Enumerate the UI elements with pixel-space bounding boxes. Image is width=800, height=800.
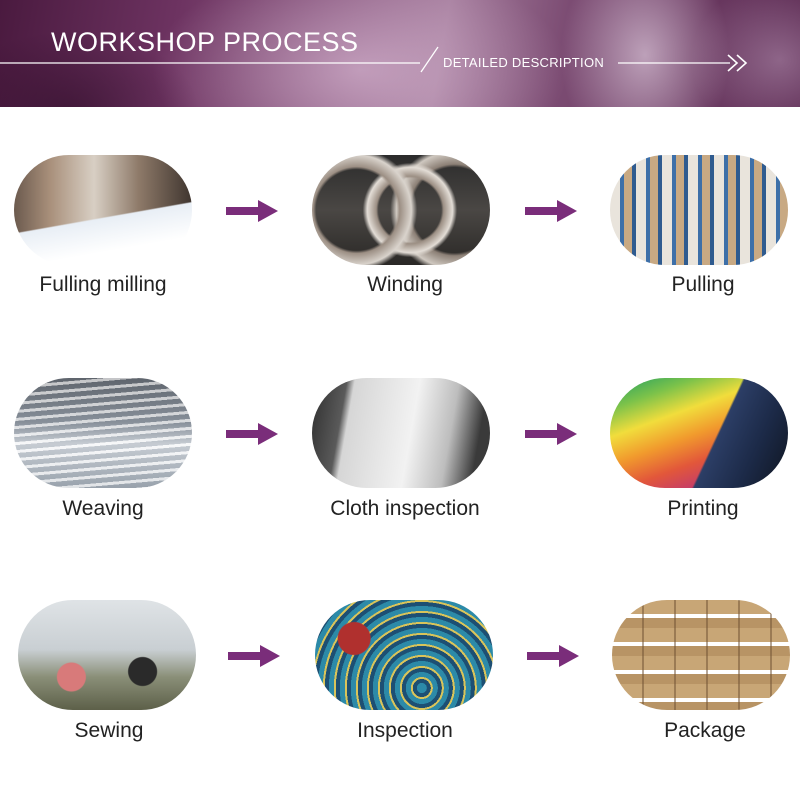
step-label-inspection: Inspection bbox=[357, 719, 453, 742]
arrow-right-icon bbox=[228, 645, 280, 667]
page-title: WORKSHOP PROCESS bbox=[51, 27, 359, 57]
double-chevron-right-icon bbox=[727, 54, 748, 72]
pulling-photo bbox=[610, 155, 788, 265]
fulling-milling-photo bbox=[14, 155, 192, 265]
step-label-sewing: Sewing bbox=[74, 719, 144, 742]
fabric-fold bbox=[560, 0, 730, 107]
inspection-photo bbox=[315, 600, 493, 710]
header-decoration bbox=[0, 46, 748, 73]
arrow-right-icon bbox=[525, 423, 577, 445]
page-subtitle: DETAILED DESCRIPTION bbox=[443, 55, 605, 70]
arrow-right-icon bbox=[527, 645, 579, 667]
step-label-weaving: Weaving bbox=[62, 497, 144, 520]
fabric-fold bbox=[690, 0, 800, 107]
sewing-photo bbox=[18, 600, 196, 710]
step-label-winding: Winding bbox=[367, 273, 443, 296]
header-banner: WORKSHOP PROCESS DETAILED DESCRIPTION bbox=[0, 0, 800, 107]
fabric-fold bbox=[150, 0, 570, 107]
step-label-pulling: Pulling bbox=[671, 273, 735, 296]
arrow-right-icon bbox=[525, 200, 577, 222]
header-slash bbox=[420, 46, 439, 73]
printing-photo bbox=[610, 378, 788, 488]
step-label-fulling-milling: Fulling milling bbox=[39, 273, 167, 296]
step-label-printing: Printing bbox=[667, 497, 739, 520]
winding-photo bbox=[312, 155, 490, 265]
cloth-inspection-photo bbox=[312, 378, 490, 488]
step-label-package: Package bbox=[664, 719, 746, 742]
step-label-cloth-inspection: Cloth inspection bbox=[330, 497, 480, 520]
package-photo bbox=[612, 600, 790, 710]
arrow-right-icon bbox=[226, 200, 278, 222]
weaving-photo bbox=[14, 378, 192, 488]
arrow-right-icon bbox=[226, 423, 278, 445]
